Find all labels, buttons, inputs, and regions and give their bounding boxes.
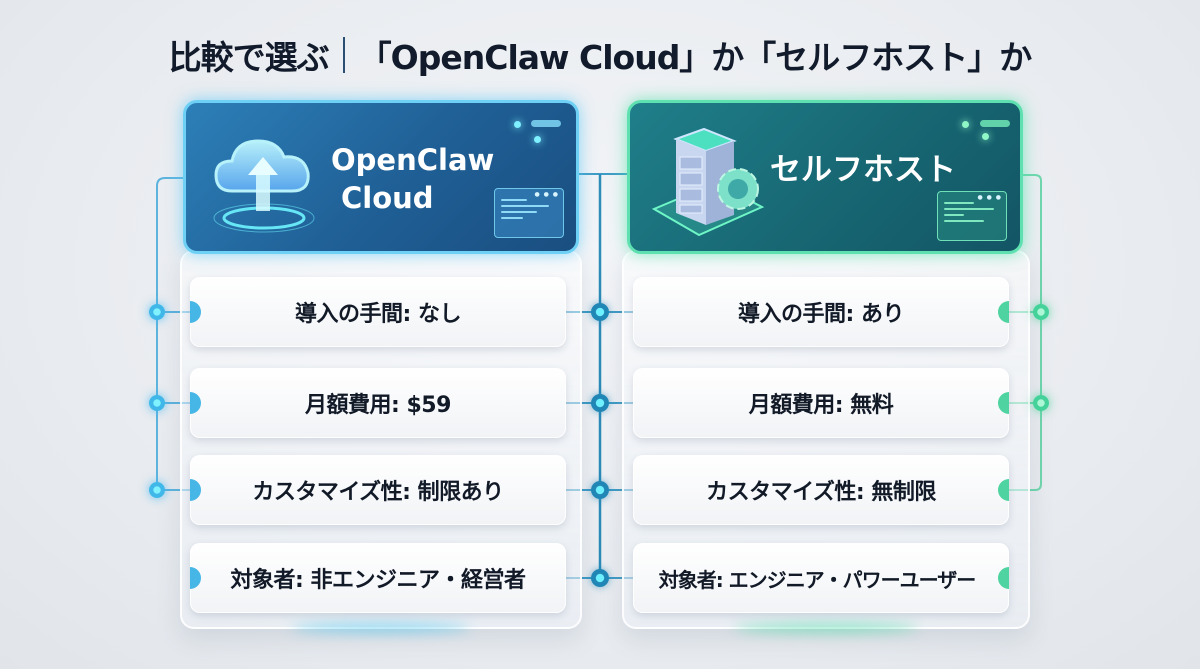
connector-notch [998,392,1009,414]
page-title: 比較で選ぶ 「OpenClaw Cloud」か「セルフホスト」か [0,30,1200,80]
connector-node [149,395,165,411]
connector-node [591,394,609,412]
selfhost-row-target-users: 対象者: エンジニア・パワーユーザー [633,543,1009,613]
title-prefix: 比較で選ぶ [168,38,330,77]
decor-pill [531,120,561,127]
connector-notch [190,567,201,589]
connector-notch [998,479,1009,501]
connector-notch [190,392,201,414]
connector-notch [998,301,1009,323]
title-divider [342,37,345,73]
selfhost-header-card: セルフホスト ● ● ● [627,100,1023,254]
cloud-header-card: OpenClaw Cloud ● ● ● [183,100,579,254]
decor-dot [534,136,541,143]
connector-node [149,304,165,320]
connector-notch [190,479,201,501]
cloud-row-customizability: カスタマイズ性: 制限あり [190,455,566,525]
connector-node [1033,304,1049,320]
selfhost-row-monthly-cost: 月額費用: 無料 [633,368,1009,438]
decor-dot [514,121,521,128]
cloud-upload-icon [213,139,315,233]
cloud-row-target-users: 対象者: 非エンジニア・経営者 [190,543,566,613]
connector-node [1033,395,1049,411]
decor-dot [962,121,969,128]
selfhost-row-setup: 導入の手間: あり [633,277,1009,347]
connector-node [591,481,609,499]
code-window-icon: ● ● ● [494,188,564,238]
cloud-header-title: OpenClaw Cloud [331,143,495,215]
connector-node [591,569,609,587]
connector-notch [998,567,1009,589]
decor-dot [982,133,989,140]
selfhost-row-customizability: カスタマイズ性: 無制限 [633,455,1009,525]
decor-pill [980,120,1010,127]
server-gear-icon [651,127,765,237]
selfhost-header-title: セルフホスト [770,152,956,188]
cloud-row-monthly-cost: 月額費用: $59 [190,368,566,438]
cloud-row-setup: 導入の手間: なし [190,277,566,347]
title-main: 「OpenClaw Cloud」か「セルフホスト」か [358,38,1033,77]
connector-notch [190,301,201,323]
connector-node [591,303,609,321]
code-window-icon: ● ● ● [937,191,1007,241]
connector-node [149,482,165,498]
